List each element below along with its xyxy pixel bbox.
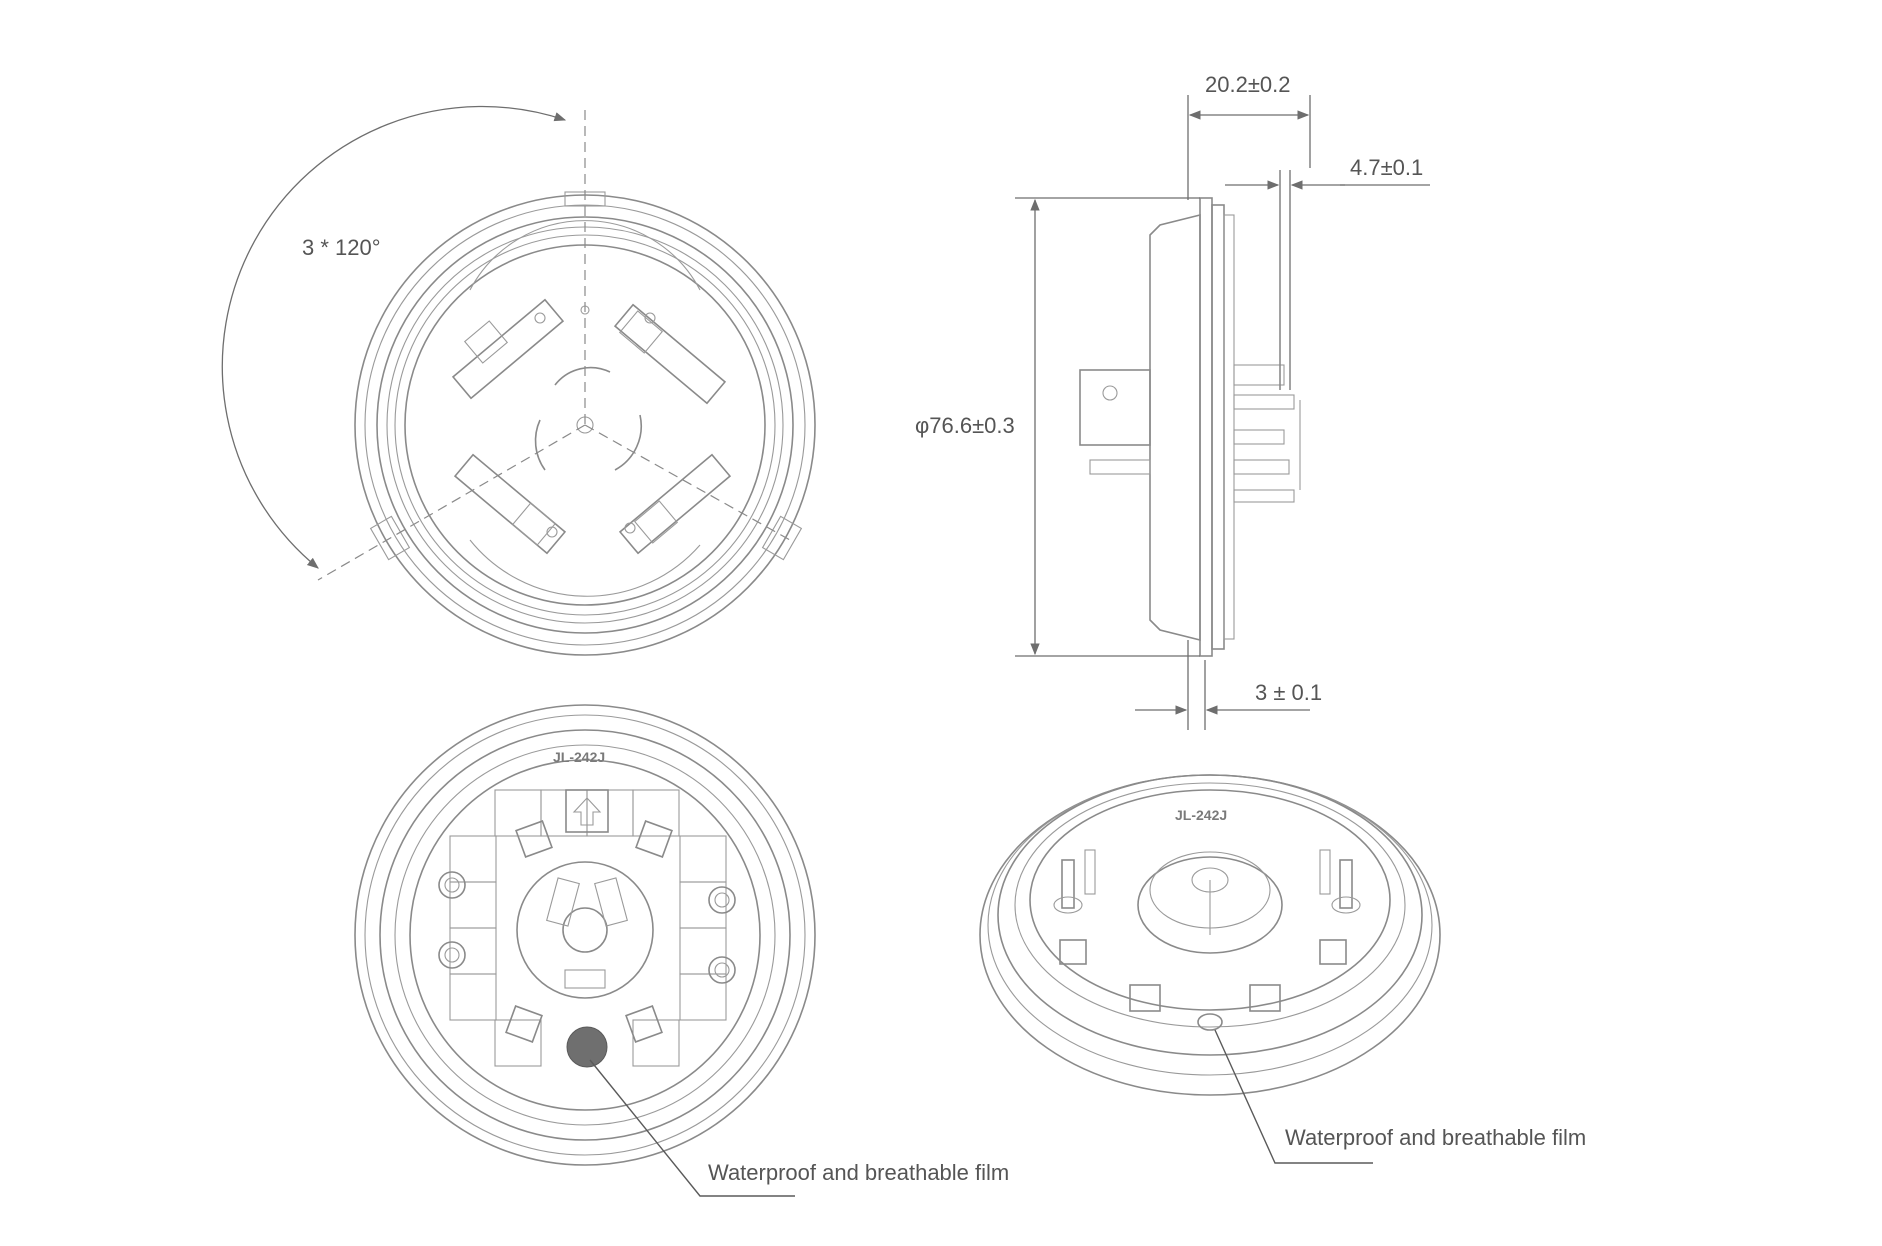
pin-height-label: 4.7±0.1 xyxy=(1350,155,1423,180)
model-label-perspective: JL-242J xyxy=(1175,807,1227,823)
bottom-view: JL-242J Waterproof and b xyxy=(354,704,1009,1197)
perspective-view: JL-242J Waterproof and breathable film xyxy=(979,774,1586,1164)
model-label-bottom: JL-242J xyxy=(553,749,605,765)
top-view: 3 * 120° xyxy=(221,105,816,656)
contact-strip-3 xyxy=(453,453,567,555)
contact-strip-4 xyxy=(618,453,732,555)
breathable-film xyxy=(566,1026,608,1068)
contact-strip-1 xyxy=(451,298,565,400)
diameter-label: φ76.6±0.3 xyxy=(915,413,1015,438)
film-callout-perspective: Waterproof and breathable film xyxy=(1285,1125,1586,1150)
flange-label: 3 ± 0.1 xyxy=(1255,680,1322,705)
film-callout-bottom: Waterproof and breathable film xyxy=(708,1160,1009,1185)
depth-label: 20.2±0.2 xyxy=(1205,72,1290,97)
breathable-film-perspective xyxy=(1197,1013,1223,1031)
side-view: 20.2±0.2 4.7±0.1 φ76.6±0.3 3 ± 0.1 xyxy=(915,72,1430,730)
contact-strip-2 xyxy=(613,303,727,405)
rotation-label: 3 * 120° xyxy=(302,235,381,260)
